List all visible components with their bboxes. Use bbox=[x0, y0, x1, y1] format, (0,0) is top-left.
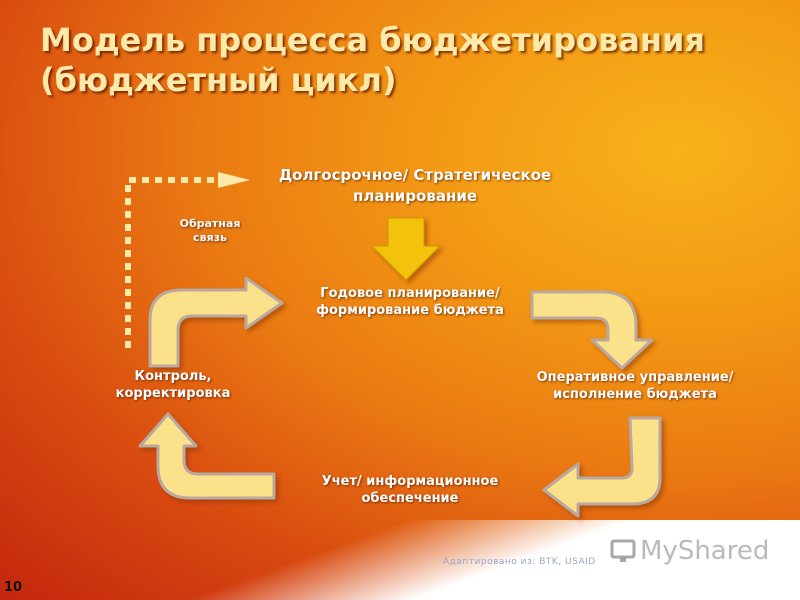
node-operational-management: Оперативное управление/ исполнение бюдже… bbox=[500, 369, 770, 403]
arrow-annual-to-operational bbox=[530, 290, 654, 370]
control-label-line-1: Контроль, bbox=[134, 369, 212, 384]
strategic-label-line-1: Долгосрочное/ Стратегическое bbox=[278, 166, 552, 184]
annual-label-line-2: формирование бюджета bbox=[316, 303, 504, 318]
down-arrow-icon bbox=[370, 217, 442, 281]
annual-label-line-1: Годовое планирование/ bbox=[320, 286, 500, 301]
operational-label-line-2: исполнение бюджета bbox=[553, 387, 717, 402]
node-strategic-planning: Долгосрочное/ Стратегическое планировани… bbox=[230, 165, 600, 207]
page-number: 10 bbox=[4, 580, 23, 595]
feedback-arrowhead bbox=[218, 172, 250, 188]
operational-label-line-1: Оперативное управление/ bbox=[536, 370, 734, 385]
node-accounting: Учет/ информационное обеспечение bbox=[280, 473, 540, 507]
arrow-operational-to-accounting bbox=[542, 416, 662, 518]
slide-title: Модель процесса бюджетирования (бюджетны… bbox=[40, 20, 760, 100]
control-label-line-2: корректировка bbox=[115, 386, 231, 401]
background-band bbox=[0, 520, 800, 600]
arrow-accounting-to-control bbox=[138, 412, 276, 500]
feedback-dotted-line bbox=[125, 172, 250, 348]
feedback-label-line-1: Обратная bbox=[179, 217, 241, 230]
watermark-label: MyShared bbox=[640, 536, 770, 566]
accounting-label-line-1: Учет/ информационное bbox=[321, 474, 499, 489]
title-line-2: (бюджетный цикл) bbox=[40, 61, 397, 99]
node-control: Контроль, корректировка bbox=[78, 368, 268, 402]
strategic-label-line-2: планирование bbox=[352, 187, 478, 205]
feedback-label-line-2: связь bbox=[193, 231, 227, 244]
title-line-1: Модель процесса бюджетирования bbox=[40, 21, 705, 59]
feedback-label: Обратная связь bbox=[160, 217, 260, 245]
arrow-control-to-annual bbox=[148, 276, 284, 368]
node-annual-planning: Годовое планирование/ формирование бюдже… bbox=[270, 285, 550, 319]
watermark-text: MyShared bbox=[640, 536, 769, 566]
source-note: Адаптировано из: BTK, USAID bbox=[443, 557, 596, 567]
monitor-icon bbox=[610, 539, 636, 562]
accounting-label-line-2: обеспечение bbox=[361, 491, 459, 506]
